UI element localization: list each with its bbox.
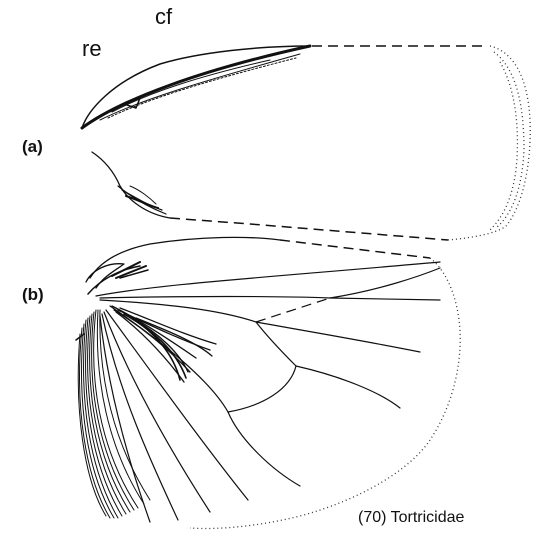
forewing-base-outline bbox=[82, 46, 310, 128]
cubital-pecten bbox=[112, 306, 216, 382]
vein-rs bbox=[330, 298, 440, 300]
vein-m1 bbox=[256, 322, 420, 352]
anal-fringe bbox=[76, 310, 150, 518]
vein-cu1 bbox=[228, 412, 300, 486]
vein-a2 bbox=[102, 314, 178, 520]
vein-sc bbox=[96, 262, 440, 296]
forewing-dorsum-dashed bbox=[170, 218, 448, 240]
hindwing-termen-stipple bbox=[190, 258, 460, 529]
forewing-a bbox=[82, 46, 530, 240]
vein-cu2 bbox=[106, 310, 248, 500]
hindwing-b bbox=[76, 237, 460, 528]
vein-m-stem bbox=[100, 300, 256, 322]
costal-fold-line-2 bbox=[108, 58, 296, 118]
hindwing-costa-dashed bbox=[280, 240, 430, 258]
costal-fold-line-1 bbox=[100, 54, 300, 120]
forewing-termen-stipple bbox=[448, 46, 530, 240]
forewing-tuft-3 bbox=[126, 196, 158, 208]
vein-r bbox=[100, 268, 440, 298]
vein-discal-dashed bbox=[256, 298, 330, 322]
forewing-tuft-1 bbox=[118, 186, 166, 214]
vein-cu bbox=[228, 366, 296, 412]
label-cf: cf bbox=[155, 6, 172, 28]
figure-caption: (70) Tortricidae bbox=[358, 510, 464, 526]
panel-label-b: (b) bbox=[22, 286, 44, 303]
forewing-termen-stipple-3 bbox=[490, 62, 517, 230]
vein-a1 bbox=[104, 312, 210, 512]
vein-m3 bbox=[296, 366, 400, 408]
panel-label-a: (a) bbox=[22, 138, 43, 155]
label-re: re bbox=[82, 38, 102, 60]
